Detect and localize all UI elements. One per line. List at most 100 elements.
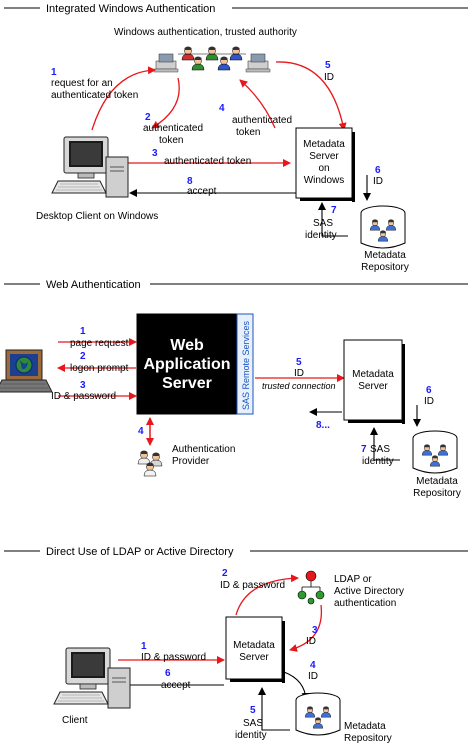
arrow-step2 <box>151 77 180 129</box>
step1-label: authenticated token <box>51 90 138 101</box>
step6-label: ID <box>424 396 434 407</box>
section-ldap: Direct Use of LDAP or Active Directory L… <box>4 546 468 744</box>
trusted-authority-icon <box>153 46 271 73</box>
section-title: Direct Use of LDAP or Active Directory <box>46 546 234 558</box>
arrow-step5 <box>258 687 290 731</box>
arrow-step4 <box>239 79 276 129</box>
step2-label: authenticated <box>143 123 203 134</box>
step8-num: 8... <box>316 420 330 431</box>
step2-num: 2 <box>80 351 86 362</box>
section-title: Web Authentication <box>46 279 141 291</box>
repo-label: Metadata <box>416 476 458 487</box>
arrow-step2 <box>235 574 299 616</box>
repo-label: Repository <box>413 488 461 499</box>
auth-provider-label: Authentication <box>172 444 235 455</box>
step7-label: identity <box>305 230 337 241</box>
auth-provider-label: Provider <box>172 456 210 467</box>
remote-services-bar <box>236 313 254 415</box>
section-title: Integrated Windows Authentication <box>46 3 215 15</box>
trusted-connection-label: trusted connection <box>262 381 336 391</box>
repo-label: Metadata <box>364 250 406 261</box>
server-label: Server <box>309 151 339 162</box>
repository-icon <box>413 431 457 473</box>
metadata-server-box <box>225 616 283 680</box>
server-label: Server <box>358 381 388 392</box>
web-server-label: Server <box>162 375 212 392</box>
step8-label: accept <box>187 186 217 197</box>
step1-num: 1 <box>141 641 147 652</box>
step1-label: ID & password <box>141 652 206 663</box>
web-app-server-box <box>136 313 238 415</box>
server-label: Metadata <box>233 640 275 651</box>
metadata-server-box <box>343 339 403 421</box>
step8-num: 8 <box>187 176 193 187</box>
step4-label: authenticated <box>232 115 292 126</box>
step6-num: 6 <box>375 165 381 176</box>
server-label: Metadata <box>352 369 394 380</box>
step2-label: logon prompt <box>70 363 129 374</box>
step5-num: 5 <box>250 705 256 716</box>
web-server-label: Application <box>143 356 230 373</box>
arrow-step5 <box>275 61 347 131</box>
section-web-authentication: Web Authentication 1 page request 2 logo… <box>0 279 468 499</box>
step3-label: authenticated token <box>164 156 251 167</box>
repository-icon <box>361 206 405 248</box>
step6-label: ID <box>373 176 383 187</box>
arrow-step3 <box>289 604 323 652</box>
server-label: Server <box>239 652 269 663</box>
step1-label: request for an <box>51 78 113 89</box>
step6-label: accept <box>161 680 191 691</box>
section-integrated-windows: Integrated Windows Authentication Window… <box>4 3 468 273</box>
client-label: Client <box>62 715 88 726</box>
step2-label: token <box>159 135 183 146</box>
repo-label: Metadata <box>344 721 386 732</box>
step3-label: ID <box>306 636 316 647</box>
step4-num: 4 <box>310 660 316 671</box>
server-label: Metadata <box>303 139 345 150</box>
client-label: Desktop Client on Windows <box>36 211 158 222</box>
ldap-directory-icon <box>297 570 325 605</box>
step1-num: 1 <box>51 67 57 78</box>
step5-label: SAS <box>243 718 263 729</box>
step5-num: 5 <box>325 60 331 71</box>
step2-num: 2 <box>145 112 151 123</box>
step4-num: 4 <box>219 103 225 114</box>
repo-label: Repository <box>344 733 392 744</box>
step7-label: identity <box>362 456 394 467</box>
server-label: on <box>318 163 329 174</box>
step4-label: token <box>236 127 260 138</box>
step1-label: page request <box>70 338 129 349</box>
server-label: Windows <box>304 175 345 186</box>
step5-num: 5 <box>296 357 302 368</box>
authority-label: Windows authentication, trusted authorit… <box>114 27 297 38</box>
step7-num: 7 <box>331 205 337 216</box>
ldap-label: LDAP or <box>334 574 372 585</box>
web-server-label: Web <box>170 337 204 354</box>
step3-num: 3 <box>312 625 318 636</box>
step5-label: ID <box>294 368 304 379</box>
ldap-label: authentication <box>334 598 396 609</box>
laptop-icon <box>0 349 53 393</box>
step6-num: 6 <box>426 385 432 396</box>
step5-label: identity <box>235 730 267 741</box>
step4-label: ID <box>308 671 318 682</box>
desktop-computer-icon <box>53 647 131 709</box>
step1-num: 1 <box>80 326 86 337</box>
step3-num: 3 <box>152 148 158 159</box>
step3-label: ID & password <box>51 391 116 402</box>
step7-label: SAS <box>313 218 333 229</box>
step6-num: 6 <box>165 668 171 679</box>
desktop-computer-icon <box>51 136 129 198</box>
step4-num: 4 <box>138 426 144 437</box>
step7-num: 7 <box>361 444 367 455</box>
authentication-provider-icon <box>137 450 163 477</box>
step2-num: 2 <box>222 568 228 579</box>
arrow-step7 <box>370 427 400 461</box>
step7-label: SAS <box>370 444 390 455</box>
step3-num: 3 <box>80 380 86 391</box>
step5-label: ID <box>324 72 334 83</box>
repository-icon <box>296 693 340 735</box>
arrow-step7 <box>318 202 348 237</box>
remote-services-label: SAS Remote Services <box>241 320 251 410</box>
